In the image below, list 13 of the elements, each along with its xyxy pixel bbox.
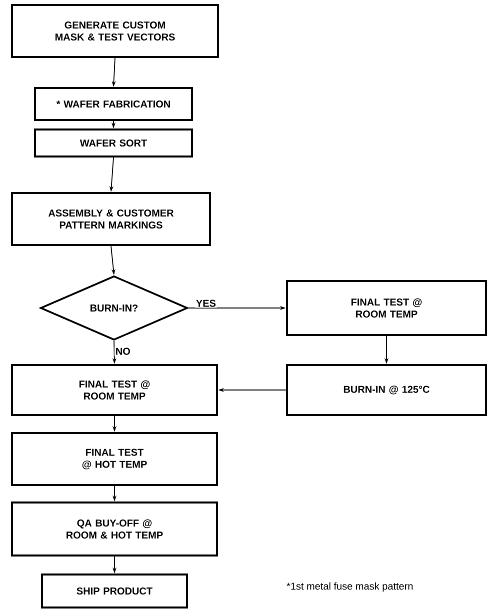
process-box: FINAL TEST @ HOT TEMP bbox=[11, 432, 218, 486]
footnote: *1st metal fuse mask pattern bbox=[286, 582, 413, 592]
edge-label: NO bbox=[114, 346, 132, 356]
process-box: FINAL TEST @ ROOM TEMP bbox=[11, 364, 218, 416]
process-box: * WAFER FABRICATION bbox=[34, 87, 193, 121]
process-box: WAFER SORT bbox=[34, 128, 193, 158]
edge-label: YES bbox=[194, 298, 217, 308]
process-box: SHIP PRODUCT bbox=[41, 574, 188, 608]
process-box: GENERATE CUSTOM MASK & TEST VECTORS bbox=[11, 4, 219, 58]
process-box: BURN-IN @ 125°C bbox=[286, 364, 487, 416]
process-box: ASSEMBLY & CUSTOMER PATTERN MARKINGS bbox=[11, 192, 211, 246]
process-box: FINAL TEST @ ROOM TEMP bbox=[286, 280, 487, 336]
process-box: QA BUY-OFF @ ROOM & HOT TEMP bbox=[11, 502, 218, 556]
